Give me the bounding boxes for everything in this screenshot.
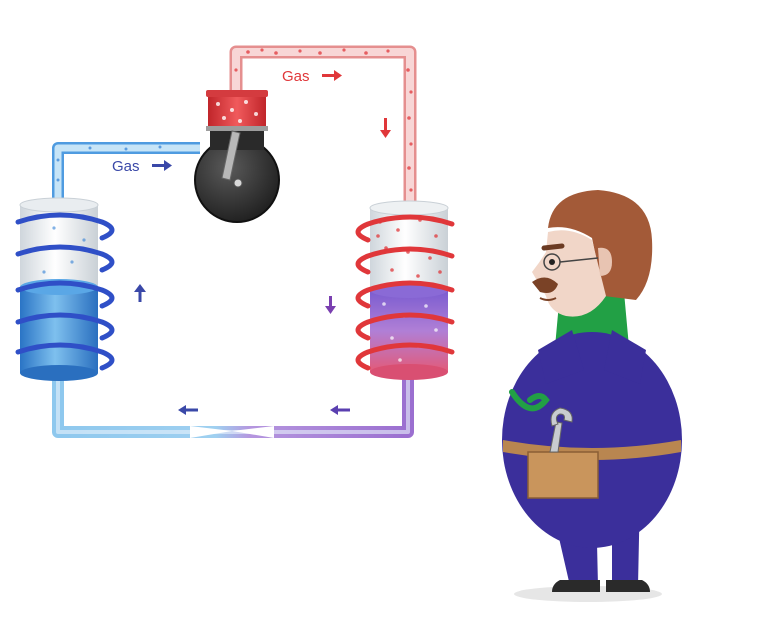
hair: [548, 190, 653, 300]
mouth: [539, 297, 557, 301]
tool-pouch: [527, 451, 599, 499]
arrow-icon: [134, 284, 146, 302]
liquid-line-pipe: [52, 372, 414, 438]
flow-arrows: [134, 70, 391, 415]
swirl-logo-icon: [509, 389, 550, 412]
gas-label-hot: Gas: [282, 68, 310, 85]
technician-character: [502, 190, 682, 602]
connecting-rod: [221, 130, 241, 181]
glasses: [543, 253, 599, 271]
evaporator: [15, 197, 115, 381]
arrow-icon: [178, 405, 198, 415]
compressor: [194, 90, 280, 223]
evaporator-coil: [15, 212, 115, 371]
wrench-icon: [549, 407, 573, 453]
expansion-valve: [190, 426, 274, 438]
right-shoe: [606, 580, 650, 592]
mustache: [532, 277, 558, 293]
overall-straps: [538, 330, 646, 384]
arrow-icon: [330, 405, 350, 415]
gas-label-cold: Gas: [112, 158, 140, 175]
condenser: [355, 200, 455, 380]
condenser-coil: [355, 214, 455, 371]
left-shoe: [552, 580, 600, 592]
cold-gas-pipe: [52, 142, 200, 205]
arrow-icon: [380, 118, 391, 138]
eye: [549, 259, 555, 265]
piston-head: [208, 94, 266, 128]
eyebrow: [541, 243, 565, 251]
overalls-body: [502, 332, 682, 548]
pipe-network: [52, 45, 417, 438]
ear: [598, 247, 612, 276]
arrow-icon: [322, 70, 342, 81]
arrow-icon: [152, 160, 172, 171]
face: [532, 230, 606, 317]
arrow-icon: [325, 296, 336, 314]
